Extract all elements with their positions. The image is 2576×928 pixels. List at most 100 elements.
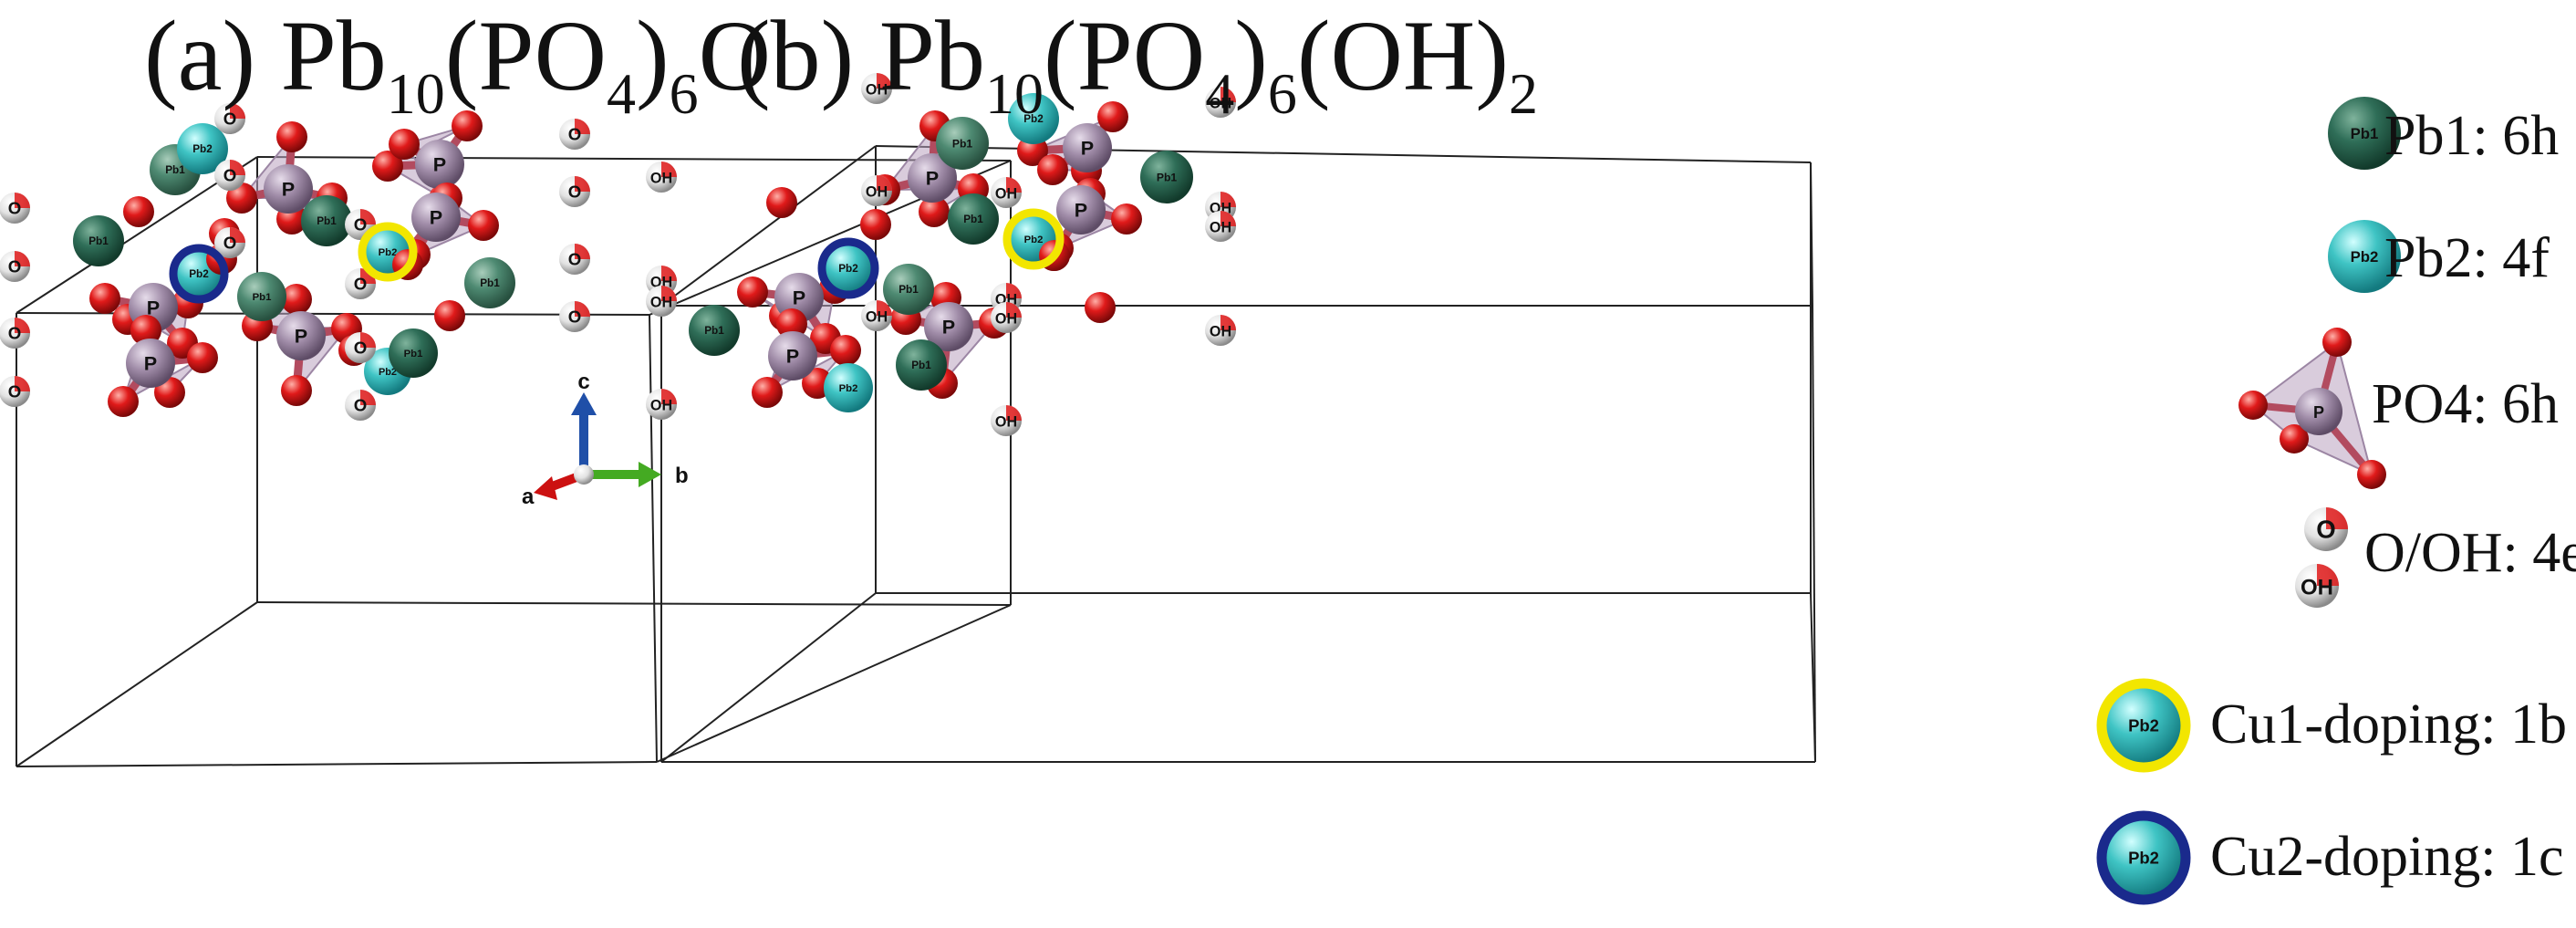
o-oh-site: O — [0, 251, 30, 282]
pb1-atom-label: Pb1 — [253, 292, 272, 303]
axis-origin — [574, 464, 594, 485]
cell-b-edge — [1812, 305, 1816, 763]
oxygen-atom — [919, 196, 950, 227]
o-oh-site-red-segment — [360, 390, 376, 405]
pb1-atom-label: Pb1 — [317, 215, 337, 227]
phosphorus-atom — [411, 193, 461, 242]
legend-cu2-icon-label: Pb2 — [2128, 849, 2159, 868]
o-oh-site: OH — [646, 389, 677, 420]
legend-ooh-label: O/OH: 4e — [2364, 522, 2576, 584]
legend-oh-icon-red-segment — [2317, 564, 2339, 586]
legend-pb2-icon-label: Pb2 — [2351, 248, 2379, 266]
legend-pb1-label: Pb1: 6h — [2384, 105, 2560, 167]
o-oh-site-label: O — [354, 274, 368, 293]
o-oh-site-red-segment — [1220, 211, 1236, 226]
o-oh-site-label: O — [223, 233, 237, 252]
oxygen-atom — [281, 375, 312, 406]
phosphorus-atom-label: P — [282, 178, 295, 201]
pb2-atom — [823, 243, 874, 294]
cell-a-edge — [256, 156, 1012, 162]
pb1-atom — [464, 257, 515, 308]
o-oh-site-label: OH — [650, 397, 672, 413]
axis-c-arrowhead — [571, 392, 597, 415]
o-oh-site-red-segment — [1220, 315, 1236, 330]
o-oh-site: O — [559, 119, 590, 150]
oxygen-atom — [766, 187, 797, 218]
pb2-atom-label: Pb2 — [379, 247, 398, 258]
cell-a-edge — [649, 314, 658, 763]
pb1-atom-label: Pb1 — [898, 284, 919, 296]
cell-b-edge — [660, 592, 877, 763]
pb1-atom-label: Pb1 — [1157, 171, 1178, 183]
o-oh-site-label: O — [568, 182, 582, 201]
o-oh-site: O — [345, 332, 376, 363]
phosphorus-atom-label: P — [1081, 137, 1094, 160]
o-oh-site-red-segment — [360, 268, 376, 284]
oxygen-atom — [737, 276, 768, 308]
o-oh-site-label: O — [568, 249, 582, 268]
title-b-po: (PO — [1043, 0, 1206, 111]
oxygen-atom — [434, 300, 465, 331]
legend-cu1-ring — [2096, 678, 2191, 773]
o-oh-site-red-segment — [360, 209, 376, 224]
legend-o-icon-label: O — [2316, 516, 2335, 544]
o-oh-site-red-segment — [15, 376, 30, 391]
o-oh-site-red-segment — [1220, 87, 1236, 102]
pb1-atom — [948, 193, 999, 245]
legend-cu1-icon-label: Pb2 — [2128, 716, 2159, 735]
legend-po4-oxygen — [2357, 460, 2386, 489]
oxygen-atom — [108, 386, 139, 417]
pb2-atom — [1008, 93, 1059, 144]
pb2-atom-label: Pb2 — [1024, 235, 1044, 245]
phosphorus-atom-label: P — [1075, 199, 1087, 222]
o-oh-site-red-segment — [877, 175, 892, 191]
phosphorus-atom — [1056, 185, 1106, 235]
title-b-sub-10: 10 — [984, 61, 1044, 126]
pb1-atom-label: Pb1 — [480, 277, 500, 289]
legend-cu2-ring — [2096, 810, 2191, 905]
phosphorus-atom — [415, 140, 464, 189]
title-b-sub-2: 2 — [1508, 61, 1538, 126]
o-oh-site-red-segment — [661, 266, 677, 281]
phosphorus-atom — [1063, 123, 1112, 172]
o-oh-site: O — [214, 103, 245, 134]
oxygen-atom — [89, 283, 120, 314]
pb1-atom-label: Pb1 — [952, 137, 973, 150]
pb1-atom — [689, 305, 740, 356]
o-oh-site-label: O — [568, 307, 582, 326]
oxygen-atom — [752, 377, 783, 408]
pb1-atom — [301, 195, 352, 246]
phosphorus-atom-label: P — [433, 153, 446, 176]
o-oh-site-red-segment — [230, 103, 245, 119]
o-oh-site: OH — [646, 162, 677, 193]
pb2-atom — [177, 123, 228, 174]
axis-b-arrowhead — [639, 462, 661, 487]
panel-b-title: (b) Pb10(PO4)6(OH)2 — [737, 5, 1538, 123]
pb1-atom — [883, 264, 934, 315]
o-oh-site: OH — [646, 286, 677, 317]
o-oh-site-red-segment — [15, 193, 30, 208]
o-oh-site: O — [0, 193, 30, 224]
o-oh-site: OH — [991, 302, 1022, 333]
phosphorus-atom-label: P — [786, 345, 799, 368]
pb1-atom — [936, 117, 989, 170]
oxygen-atom — [1085, 292, 1116, 323]
phosphorus-atom — [908, 153, 957, 203]
o-oh-site-label: O — [8, 198, 22, 217]
o-oh-site: O — [214, 227, 245, 258]
cu1-doping-ring-b — [1002, 208, 1065, 270]
pb1-atom — [389, 328, 438, 378]
o-oh-site-red-segment — [15, 318, 30, 333]
o-oh-site-label: OH — [995, 413, 1017, 430]
o-oh-site: OH — [991, 405, 1022, 436]
oxygen-atom — [187, 342, 218, 373]
title-a-po: (PO — [444, 0, 608, 111]
cell-a-edge — [256, 601, 1012, 606]
o-oh-site-label: OH — [866, 183, 888, 200]
o-oh-site-red-segment — [575, 119, 590, 134]
pb2-atom-label: Pb2 — [192, 143, 213, 155]
o-oh-site-red-segment — [1220, 192, 1236, 207]
legend-cu2-label: Cu2-doping: 1c — [2210, 826, 2564, 888]
o-oh-site: OH — [1205, 211, 1236, 242]
legend-cu1-icon — [2103, 685, 2184, 766]
